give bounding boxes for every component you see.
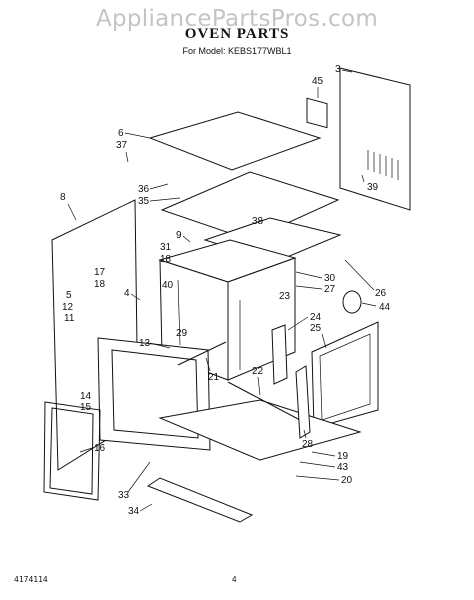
callout-43: 43: [299, 461, 349, 473]
callout-45: 45: [312, 76, 324, 98]
callout-30: 30: [295, 271, 336, 284]
callout-16: 16: [79, 443, 106, 454]
svg-text:18: 18: [94, 279, 106, 290]
svg-text:37: 37: [116, 140, 128, 151]
callout-38: 38: [252, 216, 264, 227]
callout-29: 29: [176, 328, 188, 339]
svg-text:15: 15: [80, 402, 92, 413]
callout-37: 37: [116, 140, 129, 163]
svg-text:26: 26: [375, 288, 387, 299]
svg-text:22: 22: [252, 366, 264, 377]
callout-3: 3: [335, 64, 353, 75]
callout-33: 33: [118, 461, 151, 501]
callout-19: 19: [311, 451, 349, 462]
callout-8: 8: [60, 192, 77, 221]
svg-text:30: 30: [324, 273, 336, 284]
hinge-strip: [295, 365, 311, 439]
model-subtitle: For Model: KEBS177WBL1: [182, 46, 292, 56]
watermark: AppliancePartsPros.com: [95, 6, 379, 32]
svg-text:38: 38: [252, 216, 264, 227]
callout-31: 31: [160, 242, 172, 253]
svg-text:36: 36: [138, 184, 150, 195]
callout-34: 34: [128, 503, 153, 517]
callout-40: 40: [162, 280, 174, 291]
svg-text:17: 17: [94, 267, 106, 278]
gasket-ring: [342, 290, 362, 314]
drawer-trim: [146, 477, 254, 523]
svg-text:20: 20: [341, 475, 353, 486]
svg-text:43: 43: [337, 462, 349, 473]
door-gasket: [43, 401, 101, 501]
callout-15: 15: [80, 402, 92, 413]
callout-12: 12: [62, 302, 74, 313]
svg-text:8: 8: [60, 192, 66, 203]
callout-18a: 18: [160, 254, 172, 265]
svg-text:11: 11: [64, 313, 75, 324]
svg-text:4: 4: [124, 288, 130, 299]
svg-text:3: 3: [335, 64, 341, 75]
svg-text:14: 14: [80, 391, 92, 402]
callout-39: 39: [361, 174, 379, 193]
svg-text:18: 18: [160, 254, 172, 265]
heating-element: [177, 341, 227, 366]
diagram-title: OVEN PARTS: [184, 26, 290, 42]
callout-23: 23: [279, 291, 291, 302]
svg-text:12: 12: [62, 302, 74, 313]
callout-14: 14: [80, 391, 92, 402]
callout-21: 21: [205, 357, 220, 383]
svg-text:44: 44: [379, 302, 391, 313]
callout-22: 22: [252, 366, 264, 396]
callout-27: 27: [295, 284, 336, 295]
callout-44: 44: [361, 302, 391, 313]
callout-25: 25: [310, 323, 327, 349]
callout-28: 28: [302, 429, 314, 450]
bracket-45: [306, 97, 328, 129]
upper-frame: [160, 171, 340, 241]
door-bracket: [271, 324, 288, 385]
support-rail: [227, 381, 301, 421]
callout-11: 11: [64, 313, 75, 324]
svg-text:29: 29: [176, 328, 188, 339]
svg-text:39: 39: [367, 182, 379, 193]
callout-6: 6: [118, 128, 151, 139]
svg-text:21: 21: [208, 372, 220, 383]
svg-text:35: 35: [138, 196, 150, 207]
svg-text:28: 28: [302, 439, 314, 450]
svg-text:33: 33: [118, 490, 130, 501]
callout-20: 20: [295, 475, 353, 486]
svg-text:25: 25: [310, 323, 322, 334]
callout-13: 13: [139, 338, 171, 349]
callout-5: 5: [66, 290, 72, 301]
svg-text:5: 5: [66, 290, 72, 301]
svg-text:9: 9: [176, 230, 182, 241]
callout-26: 26: [344, 259, 387, 299]
callout-24: 24: [287, 312, 322, 331]
callout-35: 35: [138, 196, 181, 207]
svg-text:13: 13: [139, 338, 151, 349]
svg-text:24: 24: [310, 312, 322, 323]
callout-9: 9: [176, 230, 191, 243]
svg-text:6: 6: [118, 128, 124, 139]
svg-text:40: 40: [162, 280, 174, 291]
svg-text:34: 34: [128, 506, 140, 517]
svg-text:27: 27: [324, 284, 336, 295]
inner-door-panel: [311, 321, 379, 429]
svg-text:31: 31: [160, 242, 172, 253]
doc-code: 4174114: [14, 575, 48, 584]
callout-18b: 18: [94, 279, 106, 290]
bottom-panel: [158, 399, 362, 461]
top-panel: [148, 111, 322, 171]
svg-text:16: 16: [94, 443, 106, 454]
svg-text:19: 19: [337, 451, 349, 462]
callout-4: 4: [124, 288, 141, 301]
rear-panel-vents: [367, 150, 399, 180]
rear-panel: [339, 67, 411, 211]
svg-text:23: 23: [279, 291, 291, 302]
callout-36: 36: [138, 183, 169, 195]
svg-text:45: 45: [312, 76, 324, 87]
page-number: 4: [232, 575, 237, 584]
callout-17: 17: [94, 267, 106, 278]
